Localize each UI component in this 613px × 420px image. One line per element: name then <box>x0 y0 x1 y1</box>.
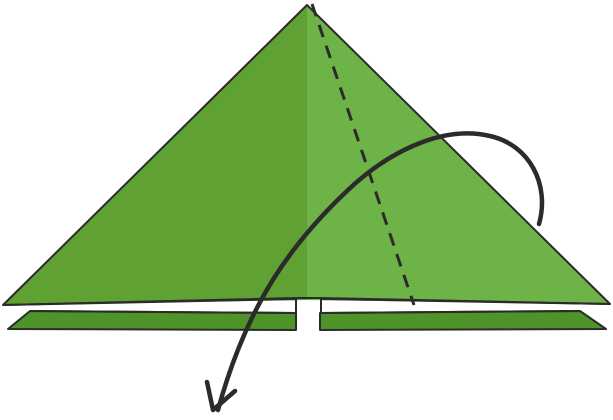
back-flap-right <box>319 310 607 331</box>
fold-arrow-curve <box>215 131 545 413</box>
paper-bottom-edge-right <box>320 298 611 314</box>
paper-bottom-edge <box>2 298 297 314</box>
valley-fold-line <box>310 3 416 306</box>
paper-triangle <box>2 4 611 314</box>
paper-outline <box>2 4 611 306</box>
center-gap <box>297 298 319 310</box>
fold-arrow-head <box>204 379 238 413</box>
fold-direction-arrow <box>204 131 545 413</box>
